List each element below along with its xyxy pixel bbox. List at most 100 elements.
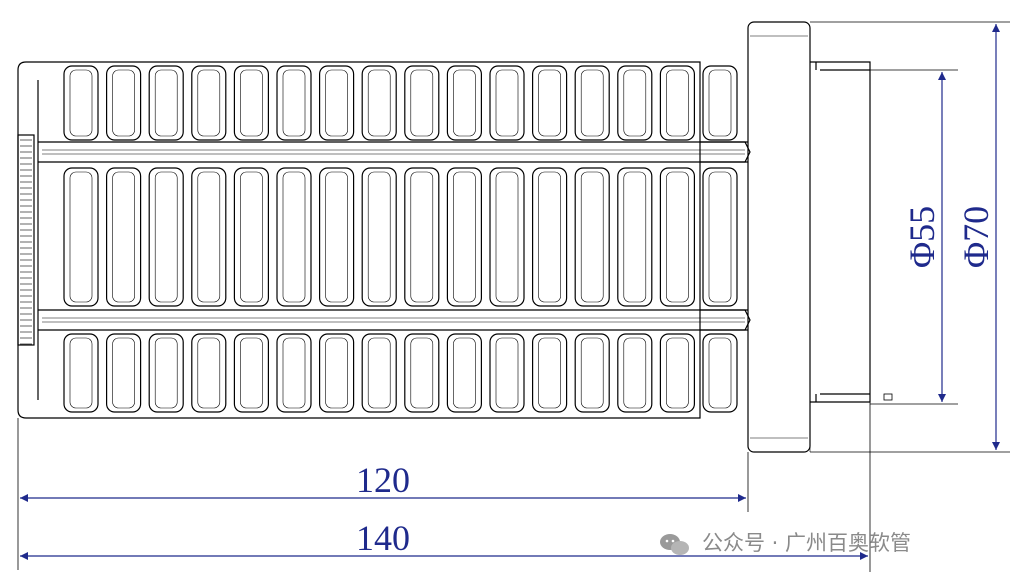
filter-slot-inner (666, 69, 689, 137)
filter-slot (659, 333, 696, 413)
dimension-lines (20, 24, 1000, 560)
filter-slot-inner (325, 337, 348, 409)
filter-slot (191, 167, 227, 307)
watermark: 公众号 · 广州百奥软管 (660, 531, 911, 555)
body-outline (17, 61, 701, 419)
filter-slot (361, 65, 397, 141)
filter-slot-inner (580, 171, 604, 303)
filter-slot (276, 333, 312, 413)
filter-slots (63, 65, 738, 413)
filter-slot (191, 65, 227, 141)
filter-slot (233, 65, 269, 141)
filter-slot-inner (453, 171, 476, 303)
filter-slot (446, 333, 482, 413)
filter-slot (617, 167, 653, 307)
filter-slot (63, 333, 99, 413)
filter-slot (148, 333, 184, 413)
filter-slot-inner (112, 337, 135, 409)
rib-end-bottom (700, 309, 751, 331)
filter-slot-inner (367, 337, 391, 409)
filter-slot (659, 65, 696, 141)
filter-slot-inner (495, 171, 519, 303)
filter-slot-inner (69, 69, 93, 137)
filter-slot (148, 65, 184, 141)
filter-slot-inner (410, 337, 434, 409)
filter-slot-inner (666, 337, 689, 409)
filter-slot-inner (112, 69, 135, 137)
filter-slot (63, 65, 99, 141)
filter-slot (233, 167, 269, 307)
filter-slot (105, 65, 142, 141)
watermark-text: 公众号 · 广州百奥软管 (702, 531, 911, 555)
filter-slot (233, 333, 269, 413)
filter-slot (148, 167, 184, 307)
filter-slot-inner (410, 69, 434, 137)
filter-slot-inner (666, 171, 689, 303)
end-cap-lines (20, 139, 32, 345)
filter-slot-inner (154, 69, 178, 137)
filter-slot (531, 333, 568, 413)
filter-slot-inner (538, 69, 561, 137)
filter-slot (702, 167, 738, 307)
filter-slot (276, 167, 312, 307)
filter-body (17, 21, 893, 453)
filter-slot-inner (708, 69, 732, 137)
filter-slot-inner (240, 337, 263, 409)
dim-label-120: 120 (356, 460, 410, 500)
filter-slot (574, 167, 610, 307)
rib-end-top (700, 141, 751, 163)
filter-slot-inner (197, 337, 221, 409)
filter-slot (702, 65, 738, 141)
filter-slot (531, 167, 568, 307)
dim-label-140: 140 (356, 518, 410, 558)
dim-label-70: Φ70 (956, 206, 996, 268)
flange (747, 21, 811, 453)
filter-slot-inner (197, 69, 221, 137)
filter-slot (489, 167, 525, 307)
filter-slot-inner (708, 337, 732, 409)
filter-slot-inner (623, 171, 647, 303)
filter-slot (361, 167, 397, 307)
dim-label-55: Φ55 (902, 206, 942, 268)
filter-slot-inner (69, 171, 93, 303)
filter-slot-inner (197, 171, 221, 303)
end-cap (17, 134, 35, 346)
filter-slot-inner (410, 171, 434, 303)
filter-slot (702, 333, 738, 413)
filter-slot-inner (325, 69, 348, 137)
filter-slot-inner (154, 171, 178, 303)
filter-slot (446, 65, 482, 141)
filter-slot (617, 65, 653, 141)
filter-slot-inner (154, 337, 178, 409)
filter-slot-inner (495, 337, 519, 409)
filter-slot (276, 65, 312, 141)
filter-slot (446, 167, 482, 307)
filter-slot-inner (69, 337, 93, 409)
filter-slot (404, 167, 440, 307)
filter-slot-inner (282, 69, 306, 137)
filter-slot-inner (112, 171, 135, 303)
filter-slot-inner (495, 69, 519, 137)
filter-slot (63, 167, 99, 307)
filter-slot-inner (623, 69, 647, 137)
filter-slot-inner (367, 69, 391, 137)
filter-slot-inner (623, 337, 647, 409)
thread-section (810, 61, 871, 403)
filter-slot (659, 167, 696, 307)
filter-slot (617, 333, 653, 413)
filter-slot-inner (325, 171, 348, 303)
wechat-icon (660, 534, 689, 555)
filter-slot-inner (453, 69, 476, 137)
filter-slot (404, 65, 440, 141)
filter-slot (319, 333, 355, 413)
filter-slot-inner (538, 337, 561, 409)
filter-slot-inner (453, 337, 476, 409)
filter-slot-inner (240, 69, 263, 137)
filter-slot (105, 333, 142, 413)
filter-slot-inner (580, 337, 604, 409)
filter-slot-inner (538, 171, 561, 303)
filter-slot (404, 333, 440, 413)
filter-slot-inner (367, 171, 391, 303)
filter-slot (489, 65, 525, 141)
